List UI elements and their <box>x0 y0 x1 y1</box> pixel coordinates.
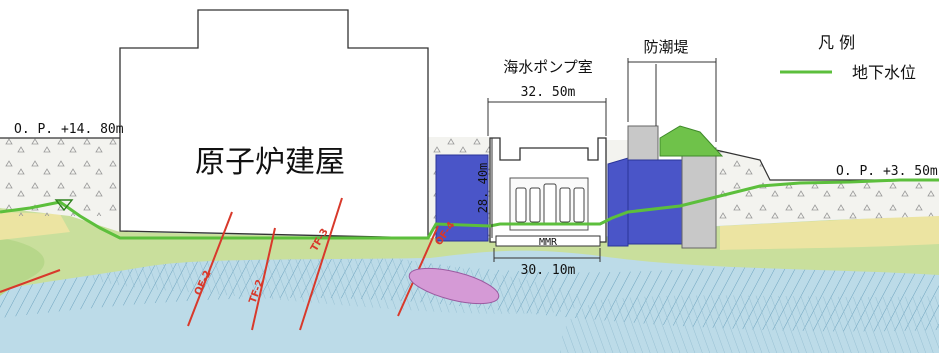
pump-chamber-3 <box>543 183 557 225</box>
ground-surface-right <box>715 149 939 181</box>
dim-pump-height: 28. 40m <box>476 163 490 214</box>
pump-chamber-1 <box>515 187 527 223</box>
seawall-label: 防潮堤 <box>643 38 688 56</box>
pink-lens <box>408 267 500 305</box>
sand-layer-left <box>0 212 70 240</box>
seawall-embankment <box>659 125 724 157</box>
weathered-tongue <box>0 238 45 296</box>
elevation-right: O. P. +3. 50m <box>836 164 938 179</box>
fault-line-left <box>0 269 61 293</box>
legend-label-groundwater: 地下水位 <box>852 63 916 82</box>
pump-chamber-5 <box>573 187 585 223</box>
pump-room-label: 海水ポンプ室 <box>503 58 593 76</box>
bedrock-hatch-bottom <box>560 295 939 353</box>
reactor-building <box>119 9 429 239</box>
pump-chamber-2 <box>529 187 541 223</box>
seawall-improvement <box>627 159 683 245</box>
pump-chamber-4 <box>559 187 571 223</box>
sand-layer-right <box>720 215 939 250</box>
mmr-label: MMR <box>539 237 558 248</box>
elevation-left: O. P. +14. 80m <box>14 122 124 137</box>
reactor-building-label: 原子炉建屋 <box>195 145 345 180</box>
water-level-marker <box>54 199 74 212</box>
mmr-foundation <box>495 235 601 247</box>
dim-pump-bottom-width: 30. 10m <box>521 263 576 278</box>
fault-line-of2 <box>187 211 233 327</box>
fill-soil-right-triangles <box>716 150 939 226</box>
ground-improvement-right <box>607 157 629 247</box>
seawall-upper <box>627 125 659 161</box>
dim-pump-top-width: 32. 50m <box>521 85 576 100</box>
fault-line-tf3 <box>299 197 343 331</box>
legend-title: 凡 例 <box>818 33 855 52</box>
groundwater-level-line <box>0 178 939 240</box>
fault-line-tf2 <box>251 227 276 331</box>
